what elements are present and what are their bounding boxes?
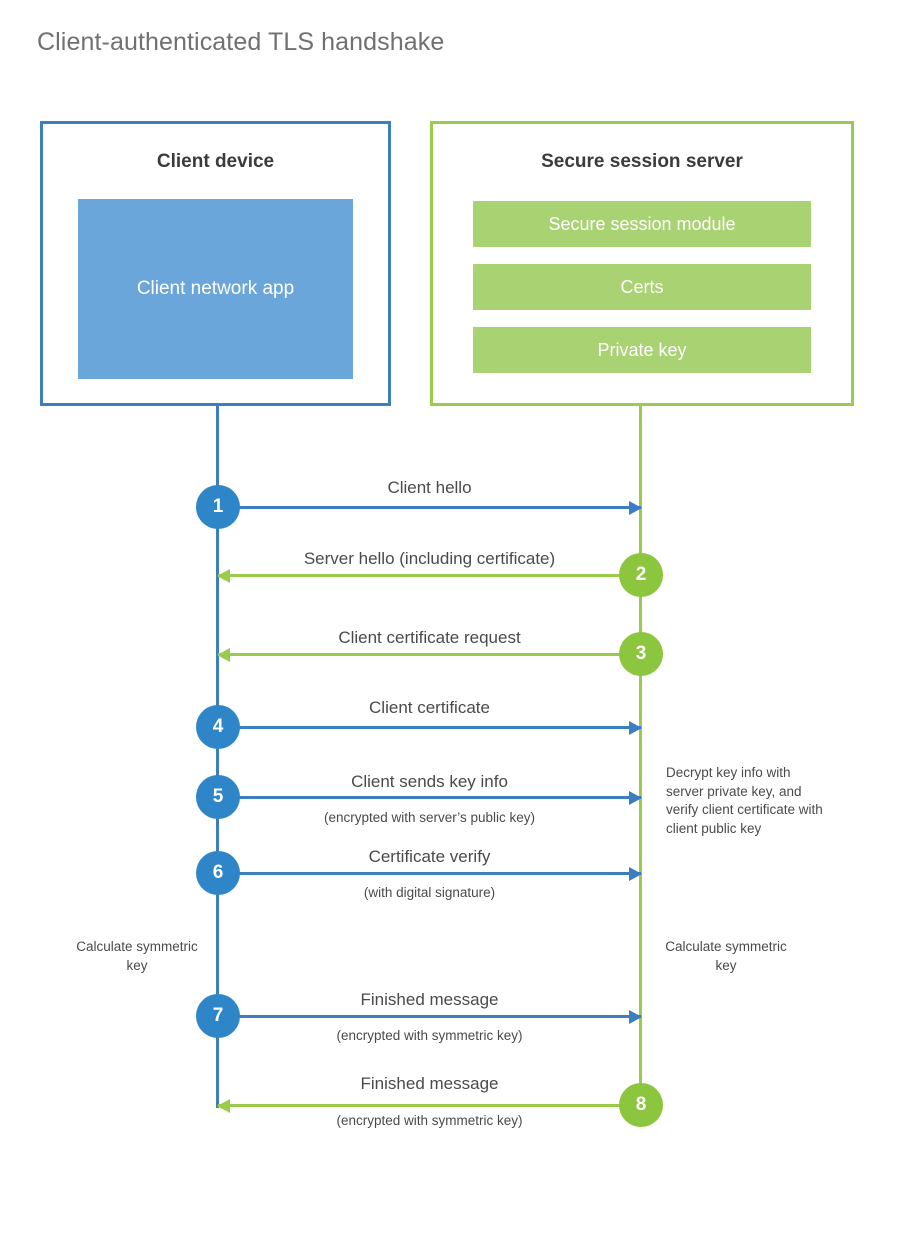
- step-8-arrow: [217, 1098, 641, 1113]
- client-network-app-block: Client network app: [78, 199, 353, 379]
- step-6-sublabel: (with digital signature): [363, 885, 496, 900]
- arrow-head-icon: [217, 1098, 230, 1113]
- step-5-label: Client sends key info: [351, 772, 508, 791]
- step-1-circle: 1: [196, 485, 240, 529]
- step-7-arrow: [218, 1009, 642, 1024]
- step-8-circle: 8: [619, 1083, 663, 1127]
- server-block-secure-session-module: Secure session module: [473, 201, 811, 247]
- page-title: Client-authenticated TLS handshake: [37, 28, 445, 56]
- step-5-arrow: [218, 790, 642, 805]
- step-8-sublabel: (encrypted with symmetric key): [336, 1113, 523, 1128]
- arrow-head-icon: [217, 647, 230, 662]
- step-7-circle: 7: [196, 994, 240, 1038]
- step-7-sublabel: (encrypted with symmetric key): [336, 1028, 523, 1043]
- step-3-circle: 3: [619, 632, 663, 676]
- step-6-circle: 6: [196, 851, 240, 895]
- step-4-arrow: [218, 720, 642, 735]
- arrow-head-icon: [629, 720, 642, 735]
- client-device-box: Client device Client network app: [40, 121, 391, 406]
- step-3-label: Client certificate request: [338, 628, 521, 647]
- arrow-head-icon: [629, 866, 642, 881]
- step-1-arrow: [218, 500, 642, 515]
- server-lifeline: [639, 406, 642, 1106]
- arrow-head-icon: [629, 500, 642, 515]
- secure-session-server-title: Secure session server: [541, 151, 743, 172]
- step-2-arrow: [217, 568, 641, 583]
- step-4-label: Client certificate: [369, 698, 490, 717]
- server-block-private-key: Private key: [473, 327, 811, 373]
- arrow-head-icon: [629, 1009, 642, 1024]
- step-3-arrow: [217, 647, 641, 662]
- step-6-arrow: [218, 866, 642, 881]
- step-7-label: Finished message: [360, 990, 499, 1009]
- step-5-sublabel: (encrypted with server’s public key): [323, 810, 536, 825]
- arrow-head-icon: [629, 790, 642, 805]
- step-8-label: Finished message: [360, 1074, 499, 1093]
- arrow-head-icon: [217, 568, 230, 583]
- step-5-circle: 5: [196, 775, 240, 819]
- server-calculate-symmetric-key-note: Calculate symmetric key: [665, 939, 787, 973]
- client-device-title: Client device: [156, 151, 275, 172]
- step-4-circle: 4: [196, 705, 240, 749]
- step-2-label: Server hello (including certificate): [303, 549, 556, 568]
- step-2-circle: 2: [619, 553, 663, 597]
- client-lifeline: [216, 406, 219, 1108]
- server-block-certs: Certs: [473, 264, 811, 310]
- client-calculate-symmetric-key-note: Calculate symmetric key: [76, 939, 198, 973]
- secure-session-server-box: Secure session server Secure session mod…: [430, 121, 854, 406]
- step-6-label: Certificate verify: [368, 847, 491, 866]
- step-1-label: Client hello: [387, 478, 472, 497]
- server-decrypt-note: Decrypt key info with server private key…: [666, 765, 823, 836]
